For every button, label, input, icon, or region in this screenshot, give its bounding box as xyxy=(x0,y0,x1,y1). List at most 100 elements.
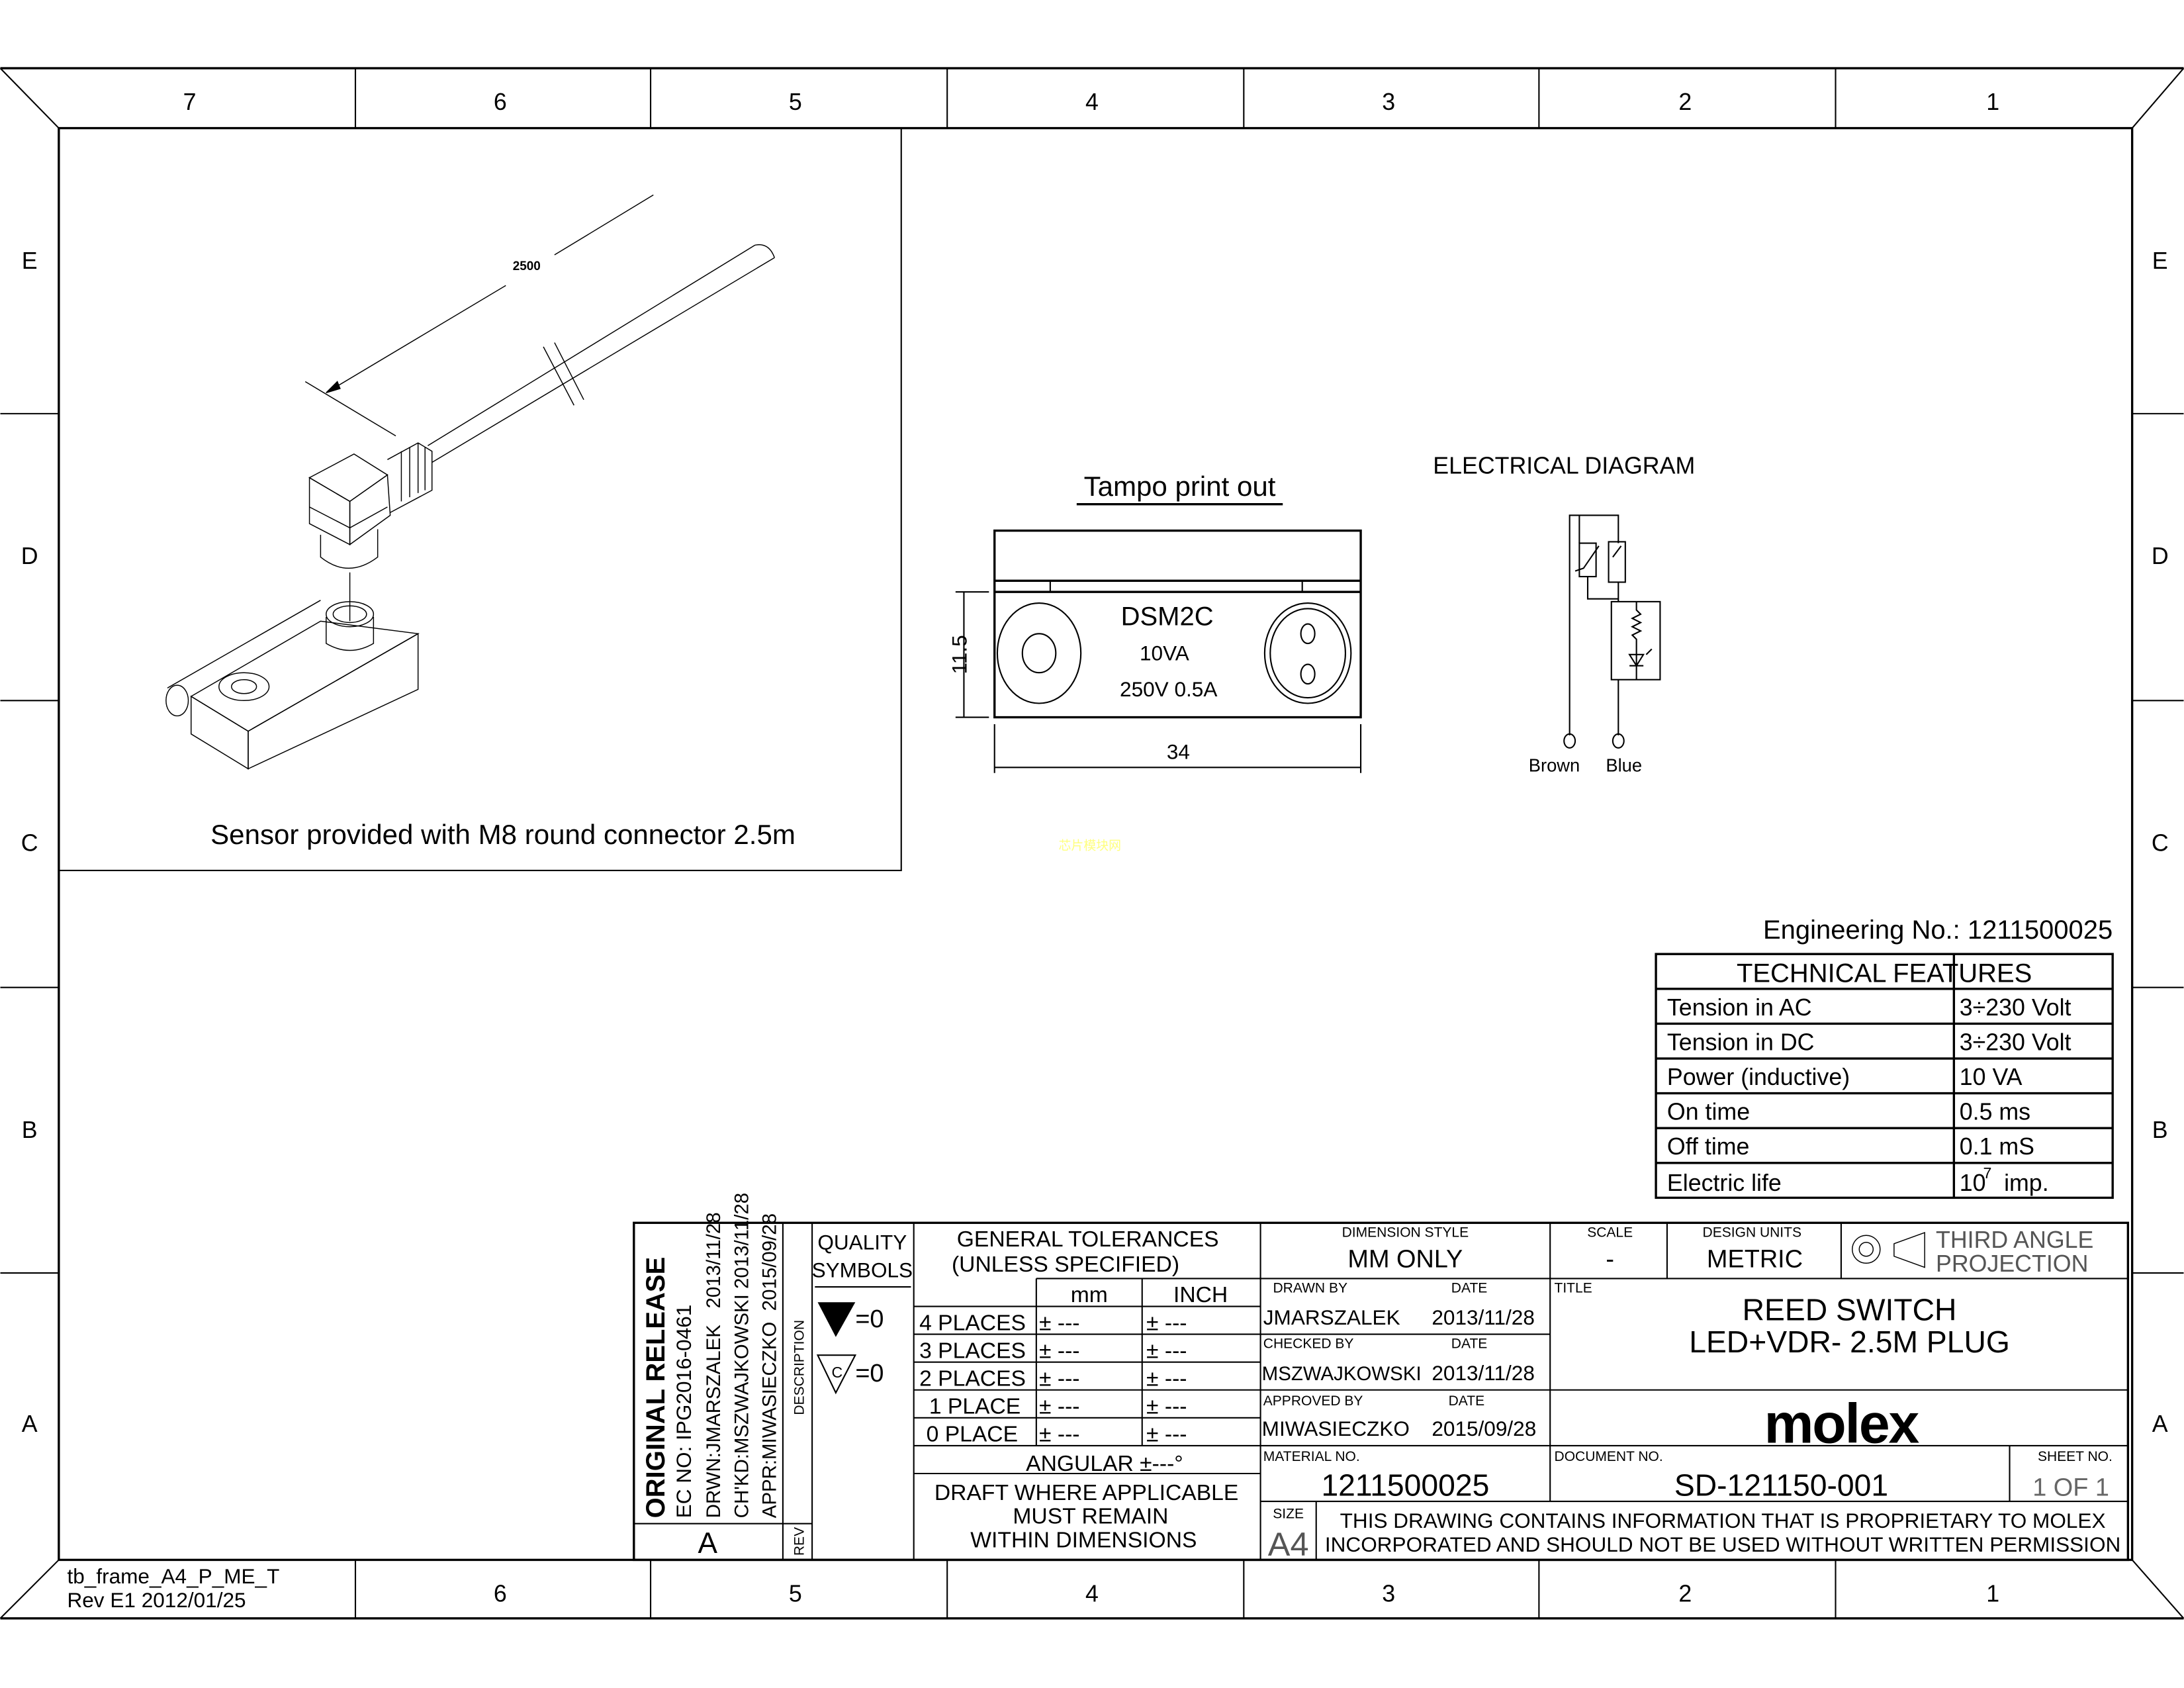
tolerance-mm: ± --- xyxy=(1039,1423,1079,1447)
checked-by: MSZWAJKOWSKI xyxy=(1262,1363,1422,1385)
revision-block: ORIGINAL RELEASE EC NO: IPG2016-0461 DRW… xyxy=(641,1193,807,1560)
tolerance-inch: ± --- xyxy=(1146,1395,1187,1419)
tolerance-mm: ± --- xyxy=(1039,1366,1079,1391)
zone-label: E xyxy=(22,248,38,274)
zone-label: 7 xyxy=(183,89,197,115)
vdr-symbol xyxy=(1578,542,1597,578)
dimension-style: MM ONLY xyxy=(1347,1246,1463,1274)
molex-logo: molex xyxy=(1764,1393,1920,1455)
control-dimension-icon xyxy=(816,1354,857,1395)
height-dimension: 11.5 xyxy=(948,635,972,674)
third-angle-projection-icon xyxy=(1852,1231,1925,1268)
tolerance-label: 3 PLACES xyxy=(919,1338,1026,1363)
reed-switch-symbol xyxy=(1608,541,1626,583)
feature-label: On time xyxy=(1667,1099,1750,1125)
isometric-view: 2500 Sensor provided with M8 round conne… xyxy=(58,127,902,872)
zone-label: E xyxy=(2152,248,2168,274)
dimension-style-label: DIMENSION STYLE xyxy=(1342,1225,1469,1240)
approved-by-label: APPROVED BY xyxy=(1263,1393,1363,1409)
tolerance-label: 4 PLACES xyxy=(919,1311,1026,1335)
zone-label: B xyxy=(22,1117,38,1143)
tolerance-mm: ± --- xyxy=(1039,1338,1079,1363)
electrical-title: ELECTRICAL DIAGRAM xyxy=(1433,452,1695,479)
date-label: DATE xyxy=(1451,1336,1488,1352)
revision-drawn: DRWN:JMARSZALEK 2013/11/28 xyxy=(703,1212,725,1518)
approved-date: 2015/09/28 xyxy=(1432,1417,1536,1440)
quality-symbol-value: =0 xyxy=(855,1360,884,1387)
zone-label: 2 xyxy=(1678,1581,1692,1607)
zone-label: 3 xyxy=(1382,1581,1395,1607)
drawing-subtitle: LED+VDR- 2.5M PLUG xyxy=(1689,1325,2010,1359)
width-dimension: 34 xyxy=(1167,740,1190,764)
checked-date: 2013/11/28 xyxy=(1432,1361,1535,1385)
tampo-rating: 250V 0.5A xyxy=(1120,677,1217,701)
draft-note: MUST REMAIN xyxy=(1013,1505,1168,1529)
wire-label-blue: Blue xyxy=(1606,755,1642,776)
feature-value: 0.5 ms xyxy=(1960,1099,2030,1125)
revision-approved: APPR:MIWASIECZKO 2015/09/28 xyxy=(758,1213,780,1518)
quality-title: SYMBOLS xyxy=(812,1258,913,1282)
draft-note: DRAFT WHERE APPLICABLE xyxy=(934,1481,1238,1505)
tampo-power: 10VA xyxy=(1140,641,1189,665)
document-number: SD-121150-001 xyxy=(1674,1468,1888,1503)
sheet-size: A4 xyxy=(1268,1525,1309,1563)
critical-dimension-icon xyxy=(817,1302,856,1337)
zone-label: 6 xyxy=(494,89,507,115)
feature-suffix: imp. xyxy=(2004,1170,2049,1196)
general-tolerances: GENERAL TOLERANCES (UNLESS SPECIFIED) mm… xyxy=(919,1227,1238,1552)
feature-label: Tension in DC xyxy=(1667,1029,1815,1055)
zone-label: 5 xyxy=(789,1581,802,1607)
feature-value: 3÷230 Volt xyxy=(1960,994,2071,1021)
zone-label: 3 xyxy=(1382,89,1395,115)
title-block: ORIGINAL RELEASE EC NO: IPG2016-0461 DRW… xyxy=(633,1193,2130,1563)
checked-by-label: CHECKED BY xyxy=(1263,1336,1354,1352)
approved-by: MIWASIECZKO xyxy=(1262,1417,1410,1440)
proprietary-notice: INCORPORATED AND SHOULD NOT BE USED WITH… xyxy=(1325,1532,2120,1556)
feature-label: Power (inductive) xyxy=(1667,1064,1850,1090)
sheet-label: SHEET NO. xyxy=(2038,1449,2113,1464)
column-inch: INCH xyxy=(1173,1283,1228,1307)
angular-tolerance: ANGULAR ±---° xyxy=(1026,1452,1183,1476)
zone-label: 2 xyxy=(1678,89,1692,115)
engineering-number: Engineering No.: 1211500025 xyxy=(1763,915,2113,945)
table-header: TECHNICAL FEATURES xyxy=(1737,959,2032,988)
revision-letter: A xyxy=(698,1527,718,1560)
sensor-illustration xyxy=(165,194,775,770)
revision-description: ORIGINAL RELEASE xyxy=(641,1257,670,1519)
sheet-number: 1 OF 1 xyxy=(2032,1474,2109,1502)
feature-value: 0.1 mS xyxy=(1960,1133,2034,1160)
cable-length-dimension: 2500 xyxy=(513,259,541,273)
zone-label: D xyxy=(21,543,38,569)
title-label: TITLE xyxy=(1555,1280,1592,1295)
quality-symbol-value: =0 xyxy=(855,1305,884,1333)
drawn-by: JMARSZALEK xyxy=(1263,1305,1400,1329)
revision-checked: CH'KD:MSZWAJKOWSKI 2013/11/28 xyxy=(731,1193,752,1518)
drawn-date: 2013/11/28 xyxy=(1432,1305,1535,1329)
drawing-title: REED SWITCH xyxy=(1743,1293,1957,1327)
tolerance-inch: ± --- xyxy=(1146,1366,1187,1391)
draft-note: WITHIN DIMENSIONS xyxy=(970,1528,1197,1553)
feature-value: 3÷230 Volt xyxy=(1960,1029,2071,1055)
ec-number: EC NO: IPG2016-0461 xyxy=(672,1305,696,1519)
zone-label: 6 xyxy=(494,1581,507,1607)
zone-label: 4 xyxy=(1085,89,1099,115)
zone-label: 1 xyxy=(1986,1581,1999,1607)
quality-symbols: QUALITY SYMBOLS =0 C =0 xyxy=(812,1230,913,1395)
description-label: DESCRIPTION xyxy=(792,1320,807,1415)
tolerance-label: 2 PLACES xyxy=(919,1366,1026,1391)
template-name: tb_frame_A4_P_ME_T xyxy=(67,1564,279,1588)
document-label: DOCUMENT NO. xyxy=(1555,1449,1663,1464)
tolerances-subtitle: (UNLESS SPECIFIED) xyxy=(952,1252,1179,1277)
tampo-print-view: Tampo print out DSM2C 10VA 250V 0.5A 11.… xyxy=(948,471,1362,773)
drawn-by-label: DRAWN BY xyxy=(1273,1280,1347,1295)
tolerance-mm: ± --- xyxy=(1039,1395,1079,1419)
zone-label: 1 xyxy=(1986,89,1999,115)
zone-label: C xyxy=(21,830,38,857)
design-units: METRIC xyxy=(1707,1246,1803,1274)
column-mm: mm xyxy=(1071,1283,1108,1307)
date-label: DATE xyxy=(1451,1280,1488,1295)
view-caption: Sensor provided with M8 round connector … xyxy=(210,819,796,850)
zone-label: C xyxy=(2152,830,2169,857)
feature-value: 10 VA xyxy=(1960,1064,2023,1090)
